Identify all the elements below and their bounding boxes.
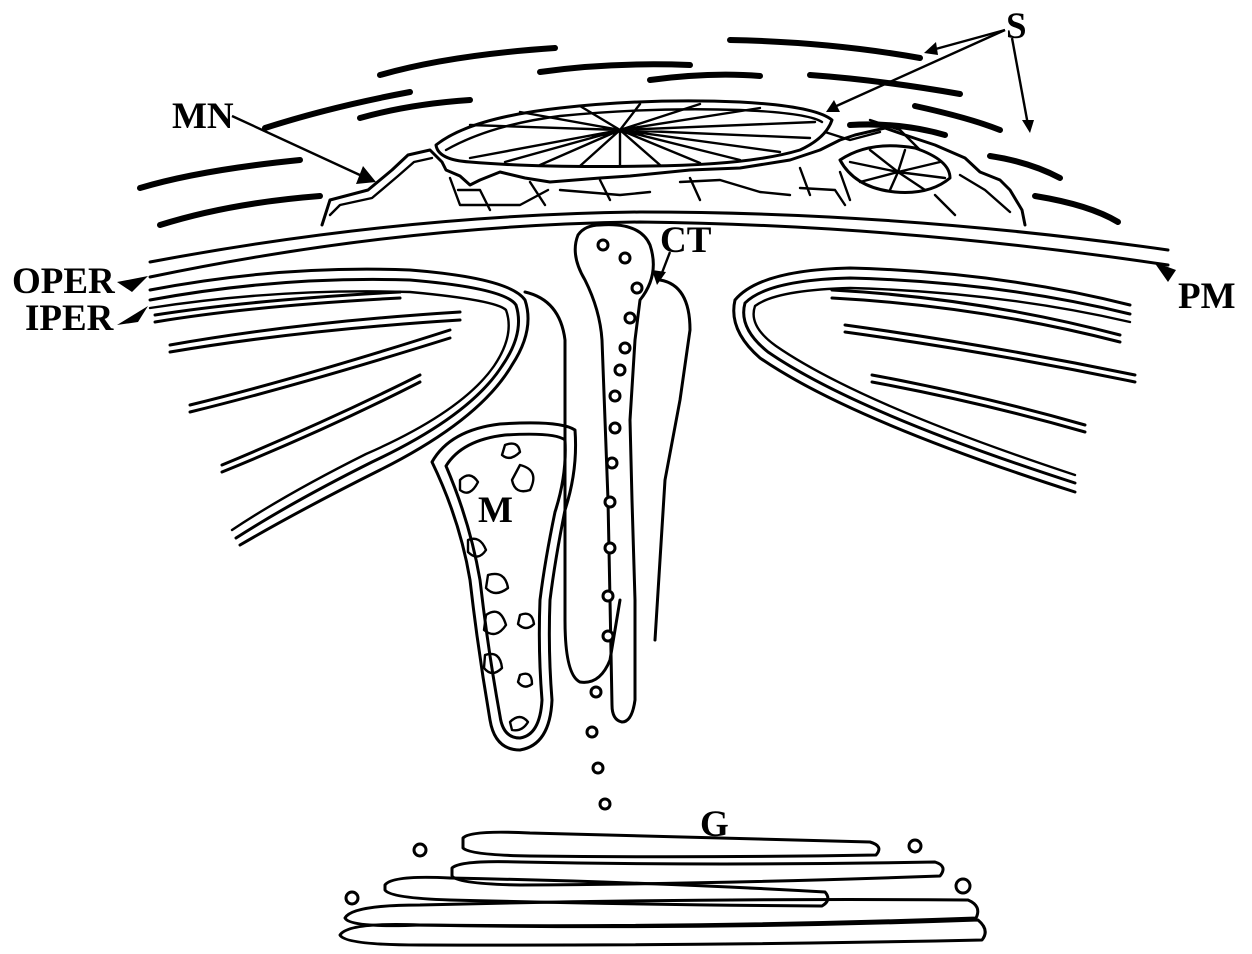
label-g: G: [700, 804, 729, 845]
label-pm: PM: [1178, 276, 1236, 317]
leader-arrows: [117, 30, 1176, 325]
label-iper: IPER: [25, 298, 115, 339]
mitochondrion: [432, 423, 576, 750]
right-lobe: [734, 268, 1135, 492]
mn-structure: [322, 101, 1025, 225]
plasma-membrane: [150, 212, 1168, 277]
label-oper: OPER: [12, 261, 116, 302]
label-s: S: [1006, 6, 1027, 47]
label-m: M: [478, 490, 513, 531]
left-lobe: [150, 269, 528, 545]
label-ct: CT: [660, 220, 712, 261]
label-mn: MN: [172, 96, 234, 137]
golgi-stack: [340, 832, 985, 945]
